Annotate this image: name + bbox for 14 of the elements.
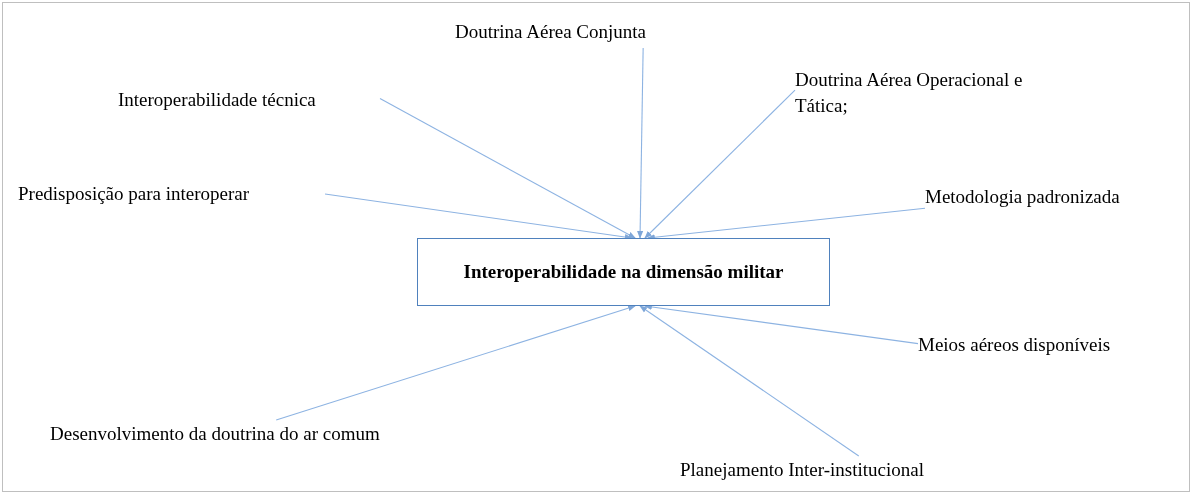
- factor-label: Interoperabilidade técnica: [118, 86, 380, 114]
- arrow: [379, 98, 636, 239]
- arrow: [639, 305, 860, 457]
- factor-label: Meios aéreos disponíveis: [918, 331, 1176, 359]
- factor-label: Predisposição para interoperar: [18, 180, 325, 208]
- arrow: [644, 89, 796, 239]
- factor-label: Doutrina Aérea Operacional e Tática;: [795, 64, 1050, 122]
- concept-box: Interoperabilidade na dimensão militar: [417, 238, 830, 306]
- factor-label: Desenvolvimento da doutrina do ar comum: [50, 420, 440, 448]
- factor-label: Planejamento Inter-institucional: [680, 456, 1005, 484]
- factor-label: Doutrina Aérea Conjunta: [455, 16, 720, 48]
- arrow: [637, 47, 644, 239]
- factor-label: Metodologia padronizada: [925, 183, 1183, 211]
- arrow: [275, 305, 636, 421]
